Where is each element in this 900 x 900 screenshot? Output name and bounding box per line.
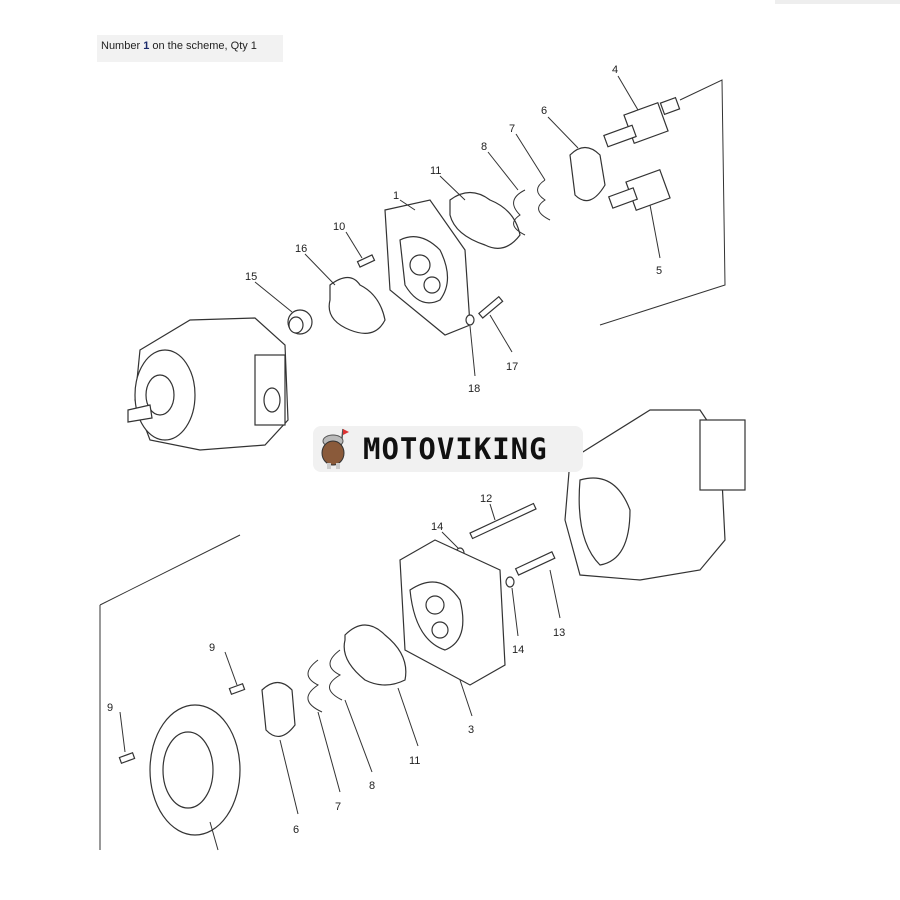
leader-lines — [119, 75, 661, 851]
callout-7: 7 — [335, 801, 341, 813]
callout-6: 6 — [541, 105, 547, 117]
viking-mascot-icon — [321, 428, 349, 469]
drive-gear-part-4 — [603, 96, 681, 148]
wear-plate-part-6b — [261, 681, 296, 737]
callout-8: 8 — [369, 780, 375, 792]
callout-12: 12 — [480, 493, 492, 505]
gasket-part-16 — [328, 276, 386, 334]
seal-ring-part-7b — [307, 659, 323, 713]
callout-14: 14 — [431, 521, 443, 533]
bushing-part-15 — [287, 309, 313, 335]
pump-body-right — [564, 409, 746, 581]
caption-prefix: Number — [101, 40, 144, 52]
cover-plate-part-1 — [384, 199, 471, 336]
gear-housing-ring — [149, 704, 241, 836]
callout-6: 6 — [293, 824, 299, 836]
callout-1: 1 — [393, 190, 399, 202]
callout-5: 5 — [656, 265, 662, 277]
seal-ring-part-7a — [537, 179, 551, 221]
caption-suffix: on the scheme, Qty 1 — [149, 40, 257, 52]
washer-part-14b — [505, 576, 515, 588]
frame-line-top — [599, 79, 726, 326]
housing-part-3 — [399, 539, 506, 686]
callout-14: 14 — [512, 644, 524, 656]
callout-15: 15 — [245, 271, 257, 283]
wear-plate-part-6a — [569, 146, 606, 202]
callout-8: 8 — [481, 141, 487, 153]
callout-13: 13 — [553, 627, 565, 639]
frame-line-bottom — [99, 534, 241, 606]
washer-part-18 — [465, 314, 475, 326]
callout-9: 9 — [107, 702, 113, 714]
callout-11: 11 — [430, 165, 441, 177]
seal-ring-part-8b — [329, 649, 343, 701]
callout-7: 7 — [509, 123, 515, 135]
pump-body-left — [127, 317, 289, 451]
callout-3: 3 — [468, 724, 474, 736]
bolt-part-12 — [469, 502, 537, 540]
top-bar — [775, 0, 900, 4]
callout-18: 18 — [468, 383, 480, 395]
pin-part-9a — [228, 683, 246, 695]
gasket-part-11a — [449, 191, 521, 249]
callout-9: 9 — [209, 642, 215, 654]
bolt-part-13 — [514, 551, 556, 576]
driven-gear-part-5 — [607, 168, 671, 212]
seal-ring-part-8a — [513, 189, 526, 236]
callout-16: 16 — [295, 243, 307, 255]
callout-4: 4 — [612, 64, 618, 76]
callout-10: 10 — [333, 221, 345, 233]
callout-17: 17 — [506, 361, 518, 373]
caption-part-number: 1 — [143, 40, 150, 52]
callout-labels: 4 6 7 8 11 1 10 16 15 5 17 18 12 14 13 1… — [107, 64, 662, 836]
pin-part-9b — [118, 752, 136, 764]
motoviking-watermark-logo: MOTOVIKING — [313, 426, 583, 472]
callout-11: 11 — [409, 755, 420, 767]
gasket-part-11b — [343, 624, 407, 686]
part-caption: Number 1 on the scheme, Qty 1 — [97, 35, 283, 62]
bolt-part-17 — [478, 295, 504, 319]
logo-text: MOTOVIKING — [363, 432, 548, 466]
pin-part-10 — [356, 254, 376, 268]
